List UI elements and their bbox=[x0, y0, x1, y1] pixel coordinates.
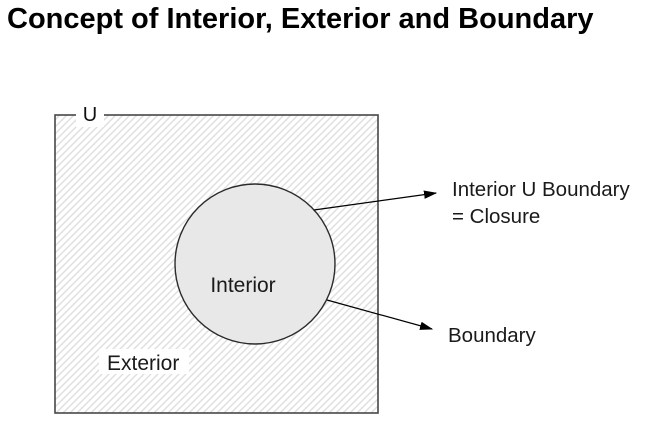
universe-label-box bbox=[76, 103, 104, 127]
boundary-label: Boundary bbox=[448, 324, 537, 347]
exterior-label-box bbox=[99, 349, 189, 374]
closure-annotation-line1: Interior U Boundary bbox=[452, 178, 631, 201]
boundary-arrow bbox=[326, 299, 434, 330]
interior-circle bbox=[174, 183, 336, 345]
universe-label: U bbox=[83, 104, 97, 126]
closure-annotation-line2: = Closure bbox=[452, 205, 540, 228]
interior-label: Interior bbox=[210, 274, 275, 297]
page-title: Concept of Interior, Exterior and Bounda… bbox=[7, 3, 594, 35]
exterior-label: Exterior bbox=[107, 352, 179, 375]
closure-arrow bbox=[313, 190, 438, 211]
